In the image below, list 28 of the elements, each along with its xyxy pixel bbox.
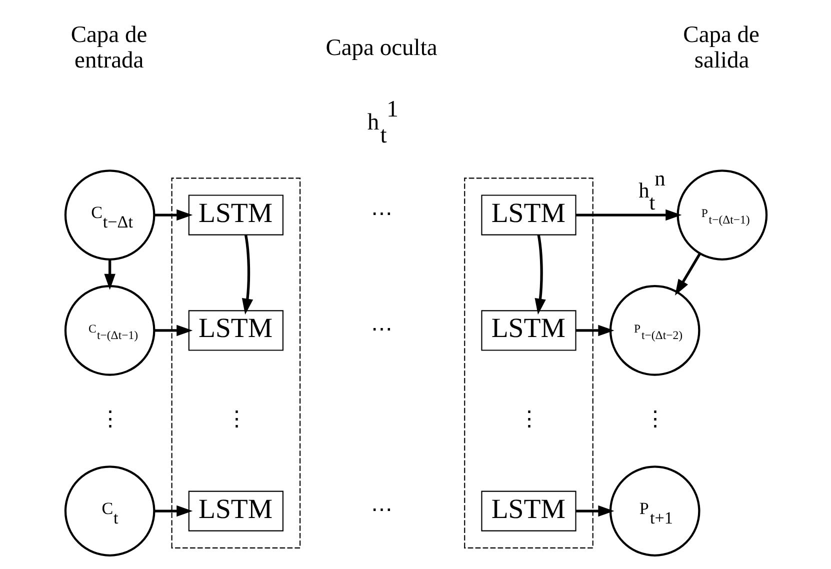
- arrow: [674, 252, 701, 296]
- node-box: LSTM: [188, 310, 283, 351]
- node-box: LSTM: [188, 194, 283, 236]
- arrow: [575, 209, 682, 221]
- label: ⋯: [370, 316, 392, 341]
- arrow: [534, 234, 546, 315]
- label: ⋮: [225, 407, 246, 432]
- arrow: [104, 260, 115, 290]
- node-box: LSTM: [188, 490, 283, 532]
- label: Capa de entrada: [70, 22, 147, 74]
- label: ⋮: [644, 407, 666, 432]
- arrow: [241, 234, 253, 315]
- label: ⋯: [370, 201, 392, 226]
- node-box: LSTM: [480, 490, 576, 532]
- node-box: LSTM: [480, 194, 576, 236]
- label: ⋮: [99, 407, 120, 432]
- arrow: [576, 505, 614, 517]
- label: ⋯: [370, 497, 392, 522]
- arrow: [154, 209, 192, 221]
- arrow: [154, 505, 192, 517]
- label: Capa de salida: [682, 22, 760, 74]
- cluster: [170, 178, 300, 548]
- label: ⋮: [518, 407, 540, 432]
- cluster: [464, 178, 593, 548]
- node-box: LSTM: [480, 310, 576, 351]
- arrow: [576, 324, 614, 336]
- label: Capa oculta: [325, 34, 437, 61]
- arrow: [154, 324, 192, 336]
